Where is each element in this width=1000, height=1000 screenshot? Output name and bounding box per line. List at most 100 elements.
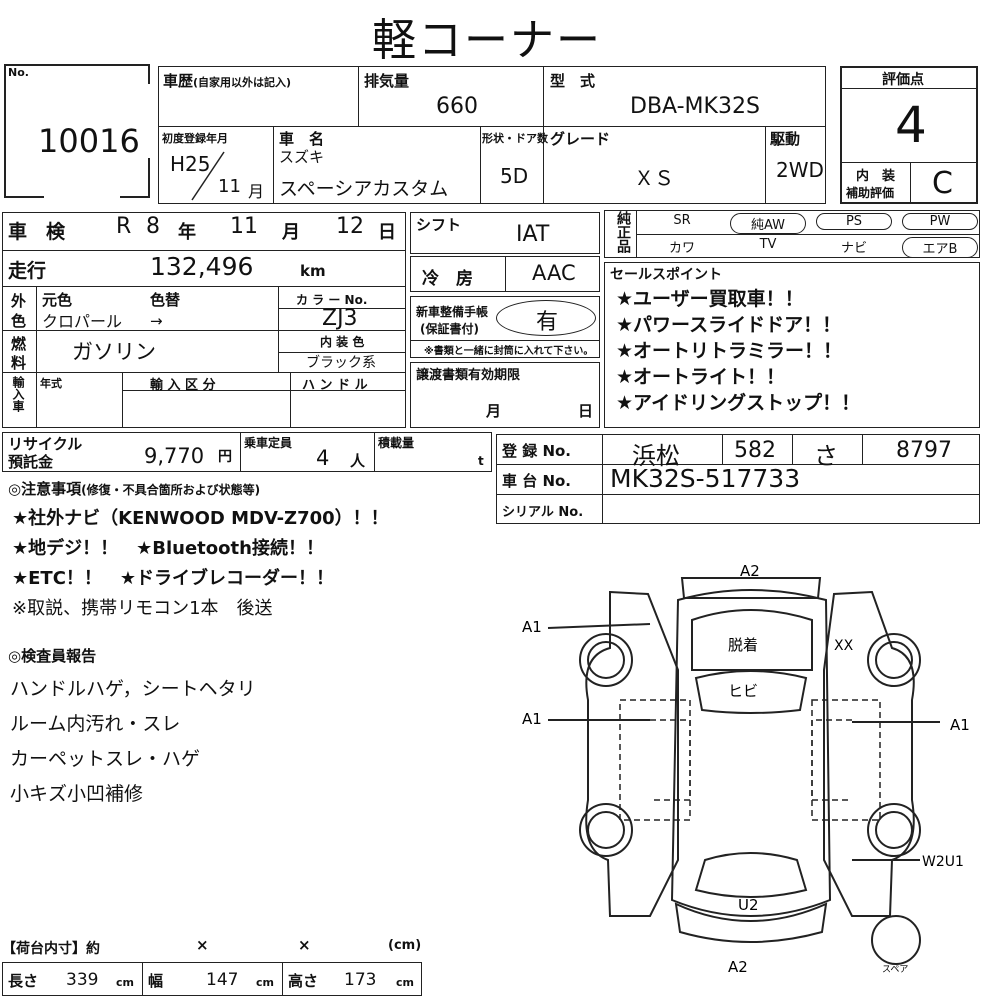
- capacity-value: 4: [316, 446, 330, 470]
- capacity-label: 乗車定員: [244, 436, 293, 450]
- history-label: 車歴(自家用以外は記入): [163, 72, 292, 90]
- interior-color-value: ブラック系: [306, 355, 376, 371]
- label-a1-right: A1: [950, 716, 970, 734]
- note-line: ★地デジ！！ ★Bluetooth接続！！: [12, 538, 324, 559]
- inspection-month-unit: 月: [282, 222, 300, 243]
- import-type-label: 輸 入 区 分: [150, 378, 216, 393]
- mileage-value: 132,496: [150, 252, 254, 281]
- inspector-title: ◎検査員報告: [8, 647, 97, 665]
- damage-diagram: A2 A1 A1 A1 脱着 ヒビ XX W2U1 U2 A2 スペア: [522, 562, 970, 976]
- transfer-day-unit: 日: [578, 402, 594, 420]
- inspection-year: 8: [146, 214, 160, 239]
- recycle-label-2: 預託金: [8, 453, 54, 471]
- inspector-line: カーペットスレ・ハゲ: [10, 748, 201, 770]
- recycle-value: 9,770: [144, 444, 205, 468]
- sales-box: [604, 262, 980, 428]
- sales-point: ★オートリトラミラー！！: [616, 340, 843, 362]
- inspection-day: 12: [336, 214, 364, 239]
- vehicle-info-grid: [158, 66, 826, 204]
- car-maker: スズキ: [279, 148, 325, 166]
- first-reg-month-unit: 月: [248, 182, 265, 201]
- registration-number: 8797: [896, 438, 952, 463]
- cargo-length: 339: [66, 970, 99, 990]
- option-1-0: SR: [673, 213, 691, 228]
- repaint-arrow: →: [150, 312, 163, 330]
- repaint-label: 色替: [150, 291, 181, 309]
- interior-score-value: C: [932, 166, 953, 201]
- page-title: 軽コーナー: [372, 15, 602, 66]
- import-handle-label: ハ ン ド ル: [302, 378, 368, 393]
- cargo-height-label: 高さ: [288, 972, 319, 990]
- inspector-line: ルーム内汚れ・スレ: [10, 713, 181, 735]
- chassis-value: MK32S-517733: [610, 464, 801, 493]
- fuel-label-1: 燃: [11, 335, 27, 353]
- recycle-grid: [2, 432, 492, 472]
- displacement-label: 排気量: [364, 72, 410, 90]
- cargo-unit: (cm): [388, 938, 422, 953]
- inspection-label: 車 検: [8, 221, 66, 243]
- first-reg-label: 初度登録年月: [162, 132, 228, 145]
- label-a2-top: A2: [740, 562, 760, 580]
- cargo-width-label: 幅: [148, 972, 164, 990]
- registration-label: 登 録 No.: [502, 442, 572, 460]
- grade-value: ＸＳ: [634, 166, 674, 190]
- cargo-x2: ×: [298, 936, 311, 954]
- exterior-label-2: 色: [11, 312, 27, 330]
- inspection-month: 11: [230, 214, 258, 239]
- label-windshield: ヒビ: [728, 682, 758, 700]
- cargo-length-label: 長さ: [8, 972, 39, 990]
- note-line: ※取説、携帯リモコン1本 後送: [12, 598, 273, 619]
- import-label: 輸入車: [11, 376, 25, 412]
- doors-value: 5D: [500, 164, 529, 188]
- option-1-3: PW: [902, 213, 978, 230]
- serial-label: シリアル No.: [502, 505, 584, 520]
- option-1-1: 純AW: [730, 213, 806, 234]
- sales-label: セールスポイント: [610, 267, 722, 283]
- cargo-title: 【荷台内寸】約: [2, 941, 100, 957]
- option-2-2: ナビ: [840, 241, 867, 256]
- transfer-label: 譲渡書類有効期限: [416, 368, 521, 383]
- registration-class: 582: [734, 438, 776, 463]
- color-no-value: ZJ3: [322, 306, 358, 331]
- transfer-box: [410, 362, 600, 428]
- inspection-era: R: [116, 214, 132, 239]
- cargo-length-cm: cm: [116, 976, 134, 989]
- cargo-width-cm: cm: [256, 976, 274, 989]
- car-name-value: スペーシアカスタム: [279, 178, 449, 200]
- fuel-label-2: 料: [11, 354, 27, 372]
- registration-area: 浜松: [632, 442, 680, 470]
- ac-label: 冷 房: [422, 269, 473, 289]
- score-box: [840, 66, 978, 204]
- label-xx: XX: [834, 638, 854, 654]
- registration-grid: [496, 434, 980, 524]
- note-line: ★社外ナビ（KENWOOD MDV-Z700）！！: [12, 508, 389, 529]
- load-label: 積載量: [378, 436, 415, 450]
- shift-label: シフト: [416, 216, 462, 234]
- orig-color-value: クロパール: [42, 312, 123, 331]
- warranty-value: 有: [536, 310, 559, 335]
- mileage-label: 走行: [8, 260, 47, 282]
- inspection-day-unit: 日: [378, 222, 396, 243]
- inspector-line: ハンドルハゲ，シートヘタリ: [10, 678, 256, 700]
- label-a2-bottom: A2: [728, 958, 748, 976]
- lot-number: 10016: [38, 122, 140, 160]
- car-name-label: 車 名: [279, 130, 325, 148]
- cargo-height: 173: [344, 970, 377, 990]
- recycle-label-1: リサイクル: [8, 435, 83, 453]
- exterior-label-1: 外: [11, 292, 27, 310]
- load-unit: t: [478, 454, 484, 468]
- label-a1-left-mid: A1: [522, 710, 542, 728]
- label-spare: スペア: [882, 965, 908, 975]
- warranty-value-circle: [496, 300, 596, 336]
- label-w2u1: W2U1: [922, 854, 964, 870]
- cargo-width: 147: [206, 970, 239, 990]
- transfer-month-unit: 月: [486, 402, 502, 420]
- drive-value: 2WD: [776, 158, 824, 182]
- score-label: 評価点: [882, 72, 924, 88]
- recycle-unit: 円: [218, 449, 232, 465]
- drive-label: 駆動: [770, 130, 801, 148]
- capacity-unit: 人: [350, 452, 366, 470]
- warranty-note: ※書類と一緒に封筒に入れて下さい。: [424, 346, 594, 357]
- chassis-label: 車 台 No.: [502, 472, 572, 490]
- warranty-label-1: 新車整備手帳: [416, 305, 489, 319]
